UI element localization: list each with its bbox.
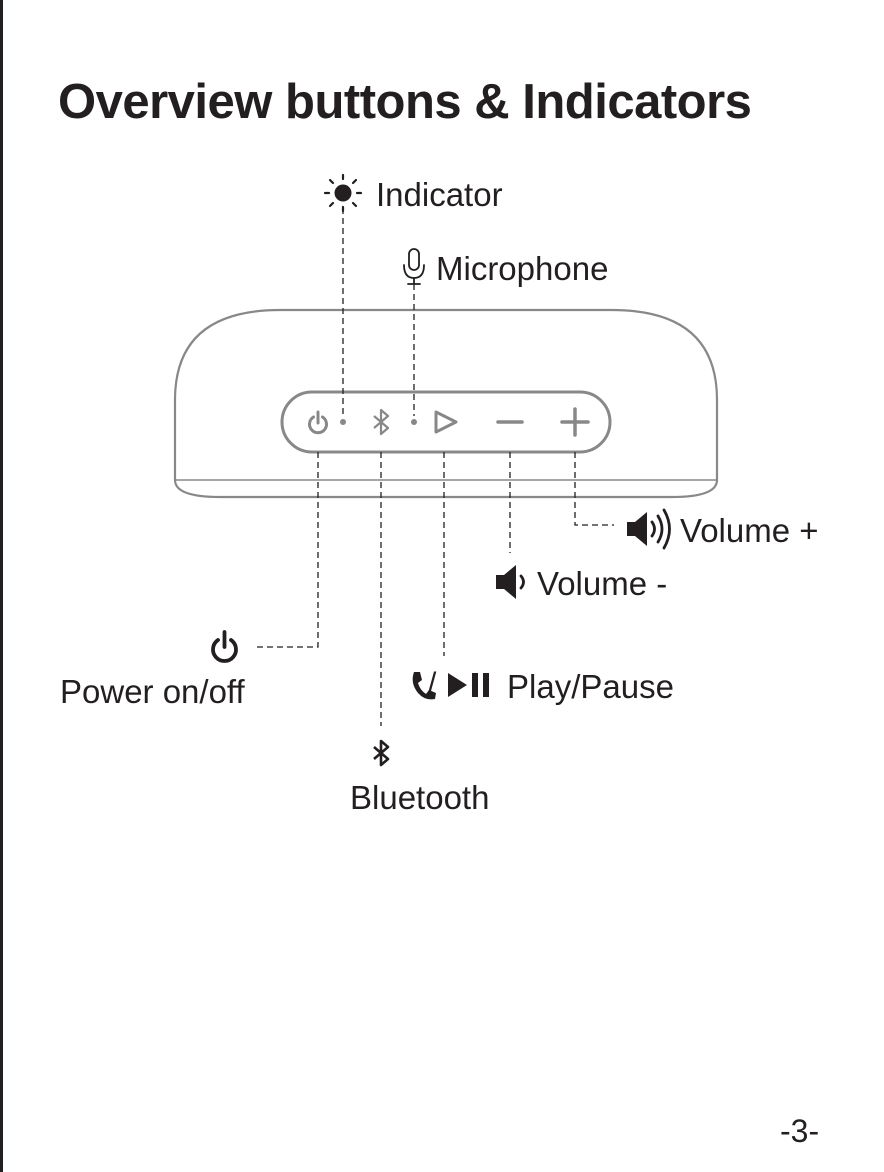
panel-play-button xyxy=(436,412,456,432)
play-pause-separator: / xyxy=(428,667,436,701)
indicator-light xyxy=(340,419,346,425)
speaker-quiet-icon xyxy=(496,565,524,599)
play-pause-label: Play/Pause xyxy=(507,668,674,706)
microphone-hole xyxy=(411,419,417,425)
volume-up-leader xyxy=(575,452,614,525)
panel-power-button xyxy=(310,412,327,433)
power-label: Power on/off xyxy=(60,673,245,711)
speaker-loud-icon xyxy=(627,510,670,548)
microphone-icon xyxy=(404,249,424,284)
volume-up-label: Volume + xyxy=(680,512,819,550)
sun-icon xyxy=(325,175,361,211)
pause-icon xyxy=(472,673,489,697)
play-icon xyxy=(448,673,467,697)
bluetooth-label: Bluetooth xyxy=(350,779,489,817)
panel-bluetooth-button xyxy=(374,410,388,434)
speaker-body xyxy=(175,310,717,497)
page-number: -3- xyxy=(780,1113,819,1150)
microphone-label: Microphone xyxy=(436,250,608,288)
indicator-label: Indicator xyxy=(376,176,503,214)
power-leader xyxy=(256,452,318,647)
panel-volume-up-button xyxy=(562,409,588,435)
volume-down-label: Volume - xyxy=(537,565,667,603)
bluetooth-icon xyxy=(374,741,388,765)
power-icon xyxy=(213,632,236,661)
